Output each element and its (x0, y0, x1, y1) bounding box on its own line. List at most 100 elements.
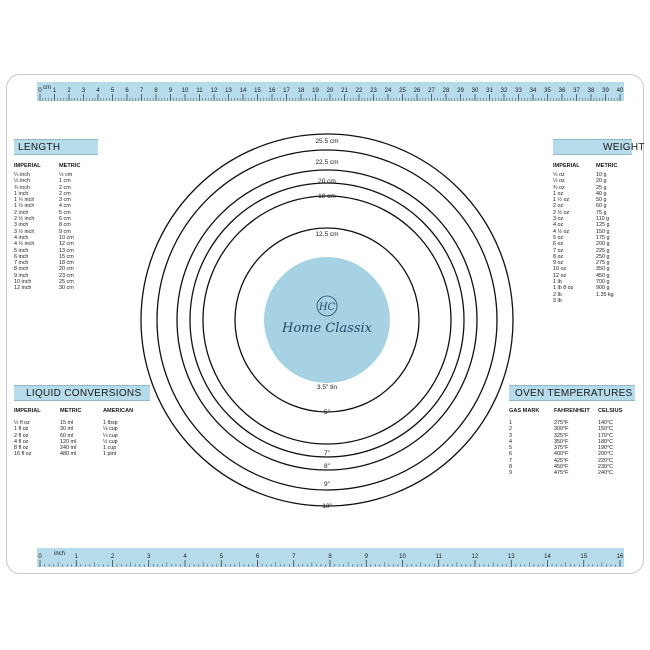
cm-ruler-number: 24 (385, 88, 392, 94)
oven-gas-cell: 3 (509, 432, 512, 439)
length-metric-cell: 9 cm (59, 228, 71, 235)
cm-ruler-number: 30 (472, 88, 479, 94)
cm-ruler-number: 8 (154, 88, 158, 94)
circle-inch-label: 10" (322, 503, 332, 510)
length-imperial-cell: 4 ½ inch (14, 241, 35, 248)
oven-gas-cell: 4 (509, 438, 512, 445)
length-metric-cell: 20 cm (59, 266, 74, 273)
length-metric-header: METRIC (59, 163, 81, 169)
length-imperial-cell: 1 ½ inch (14, 203, 35, 210)
cm-ruler-number: 20 (327, 88, 334, 94)
liquid-imperial-cell: 8 fl oz (14, 445, 29, 452)
cm-ruler-number: 26 (414, 88, 421, 94)
liquid-american-cell: 1 cup (103, 445, 117, 452)
weight-metric-cell: 350 g (596, 266, 610, 273)
length-metric-cell: 30 cm (59, 285, 74, 292)
inch-ruler-number: 5 (220, 554, 224, 560)
weight-metric-cell: 450 g (596, 272, 610, 279)
weight-imperial-cell: 1 ½ oz (553, 197, 570, 204)
weight-metric-cell: 700 g (596, 279, 610, 286)
weight-imperial-cell: ⅓ oz (553, 172, 565, 178)
cm-ruler-number: 13 (225, 88, 232, 94)
inch-ruler-number: 16 (617, 554, 624, 560)
weight-metric-cell: 75 g (596, 209, 607, 216)
inch-ruler-number: 2 (111, 554, 115, 560)
cm-ruler-number: 1 (53, 88, 57, 94)
oven-celsius-cell: 180°C (598, 438, 614, 445)
length-imperial-cell: 5 inch (14, 247, 29, 254)
oven-fahrenheit-cell: 400°F (554, 451, 569, 458)
cm-ruler-number: 12 (211, 88, 218, 94)
length-metric-cell: 4 cm (59, 203, 71, 210)
length-imperial-cell: 10 inch (14, 279, 32, 286)
guide-circle (140, 133, 514, 507)
length-imperial-cell: 8 inch (14, 266, 29, 273)
length-metric-cell: ½ cm (59, 172, 73, 178)
weight-metric-cell: 1.35 kg (596, 291, 614, 298)
cm-ruler-number: 25 (399, 88, 406, 94)
liquid-imperial-cell: ½ fl oz (14, 420, 30, 426)
cm-ruler-number: 9 (169, 88, 173, 94)
weight-imperial-cell: 2 ½ oz (553, 209, 570, 216)
cm-ruler-number: 19 (312, 88, 319, 94)
length-metric-cell: 2 cm (59, 190, 71, 197)
oven-fahrenheit-cell: 375°F (554, 445, 569, 452)
length-imperial-cell: 3 inch (14, 222, 29, 229)
guide-circle (202, 195, 452, 445)
cm-ruler-number: 16 (269, 88, 276, 94)
length-imperial-cell: 2 ½ inch (14, 216, 35, 223)
length-metric-cell: 3 cm (59, 197, 71, 204)
weight-metric-cell: 200 g (596, 241, 610, 248)
inch-ruler-number: 15 (580, 554, 587, 560)
length-metric-cell: 6 cm (59, 216, 71, 223)
weight-metric-cell: 150 g (596, 228, 610, 235)
length-metric-cell: 25 cm (59, 279, 74, 286)
oven-gas-cell: 2 (509, 426, 512, 433)
oven-celsius-cell: 220°C (598, 457, 614, 464)
weight-metric-cell: 10 g (596, 172, 607, 178)
oven-celsius-header: CELSIUS (598, 408, 623, 414)
length-metric-cell: 18 cm (59, 260, 74, 267)
liquid-imperial-cell: 2 fl oz (14, 432, 29, 439)
inch-ruler-number: 14 (544, 554, 551, 560)
length-imperial-cell: 2 inch (14, 209, 29, 216)
weight-imperial-header: IMPERIAL (553, 163, 580, 169)
liquid-imperial-cell: 4 fl oz (14, 438, 29, 445)
cm-ruler-number: 21 (341, 88, 348, 94)
cm-ruler-number: 28 (443, 88, 450, 94)
weight-metric-cell: 110 g (596, 216, 610, 223)
length-metric-cell: 2 cm (59, 184, 71, 191)
circle-inch-label: 3.5" tin (316, 384, 338, 391)
cm-ruler-number: 38 (588, 88, 595, 94)
logo-disc (264, 257, 390, 383)
oven-celsius-cell: 170°C (598, 432, 614, 439)
inch-ruler-number: 12 (472, 554, 479, 560)
circle-cm-label: 25.5 cm (315, 138, 339, 145)
circle-inch-label: 8" (324, 463, 330, 470)
oven-fahrenheit-header: FAHRENHEIT (554, 408, 590, 414)
weight-title: WEIGHT (553, 139, 644, 155)
cm-ruler-number: 22 (356, 88, 363, 94)
liquid-metric-cell: 120 ml (60, 438, 77, 445)
cm-ruler-number: 32 (501, 88, 508, 94)
liquid-american-cell: ¼ cup (103, 432, 118, 439)
cm-ruler-number: 39 (602, 88, 609, 94)
cm-ruler-number: 6 (125, 88, 129, 94)
weight-imperial-cell: 12 oz (553, 272, 567, 279)
cm-ruler-number: 14 (240, 88, 247, 94)
cm-ruler-number: 15 (254, 88, 261, 94)
cm-ruler-number: 11 (196, 88, 203, 94)
guide-circle (156, 149, 498, 491)
weight-imperial-cell: 1 oz (553, 190, 564, 197)
length-metric-cell: 23 cm (59, 272, 74, 279)
weight-metric-cell: 250 g (596, 253, 610, 260)
monogram-ring-icon (316, 295, 338, 317)
oven-gas-cell: 5 (509, 445, 512, 452)
